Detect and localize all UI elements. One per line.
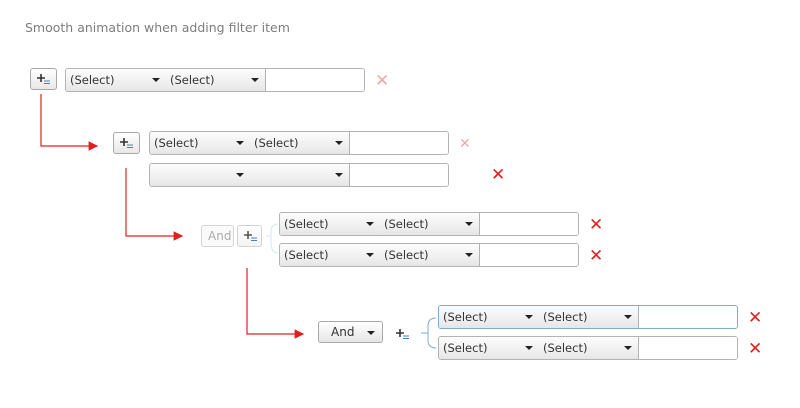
operator-select[interactable]: (Select) <box>250 132 350 154</box>
dropdown-caret-icon <box>624 315 632 319</box>
dropdown-caret-icon <box>236 173 244 177</box>
value-input[interactable] <box>639 306 737 328</box>
dropdown-caret-icon <box>251 78 259 82</box>
value-input[interactable] <box>350 132 448 154</box>
add-filter-button[interactable] <box>30 68 57 90</box>
operator-select[interactable]: (Select) <box>539 337 639 359</box>
dropdown-caret-icon <box>152 78 160 82</box>
operator-select[interactable]: (Select) <box>166 69 266 91</box>
dropdown-caret-icon <box>465 253 473 257</box>
value-input[interactable] <box>639 337 737 359</box>
dropdown-caret-icon <box>366 222 374 226</box>
group-bracket <box>421 317 437 349</box>
field-select[interactable]: (Select) <box>439 337 539 359</box>
arrow-step-1 <box>40 94 99 151</box>
add-filter-button[interactable] <box>113 132 140 154</box>
dropdown-caret-icon <box>335 141 343 145</box>
field-select[interactable]: (Select) <box>150 132 250 154</box>
logic-operator-button[interactable]: And <box>201 225 234 247</box>
dropdown-caret-icon <box>525 315 533 319</box>
operator-select[interactable] <box>250 164 350 186</box>
field-select[interactable]: (Select) <box>66 69 166 91</box>
filter-row: (Select) (Select) <box>438 305 738 329</box>
filter-row-new <box>149 163 449 187</box>
add-filter-button[interactable] <box>237 225 262 247</box>
field-select[interactable]: (Select) <box>280 244 380 266</box>
field-select[interactable] <box>150 164 250 186</box>
filter-row: (Select) (Select) <box>279 212 579 236</box>
logic-operator-label: And <box>331 325 355 339</box>
logic-operator-dropdown[interactable]: And <box>318 321 383 343</box>
dropdown-caret-icon <box>465 222 473 226</box>
delete-icon[interactable]: ✕ <box>589 215 604 235</box>
filter-row: (Select) (Select) <box>279 243 579 267</box>
add-filter-icon <box>37 74 50 84</box>
delete-icon[interactable]: ✕ <box>589 246 604 266</box>
filter-row: (Select) (Select) <box>438 336 738 360</box>
add-filter-icon <box>120 138 133 148</box>
delete-icon[interactable]: ✕ <box>748 308 763 328</box>
operator-select[interactable]: (Select) <box>380 244 480 266</box>
dropdown-caret-icon <box>335 173 343 177</box>
add-filter-button[interactable] <box>394 326 410 345</box>
dropdown-caret-icon <box>624 346 632 350</box>
dropdown-caret-icon <box>525 346 533 350</box>
value-input[interactable] <box>480 213 578 235</box>
operator-select[interactable]: (Select) <box>380 213 480 235</box>
delete-icon[interactable]: ✕ <box>375 71 390 91</box>
dropdown-caret-icon <box>366 253 374 257</box>
value-input[interactable] <box>266 69 364 91</box>
value-input[interactable] <box>480 244 578 266</box>
dropdown-caret-icon <box>236 141 244 145</box>
filter-row: (Select) (Select) <box>65 68 365 92</box>
filter-row: (Select) (Select) <box>149 131 449 155</box>
dropdown-caret-icon <box>367 331 375 335</box>
delete-icon[interactable]: ✕ <box>491 165 506 185</box>
delete-icon[interactable]: ✕ <box>459 136 471 152</box>
arrow-step-3 <box>246 268 305 339</box>
add-filter-icon <box>244 231 257 241</box>
arrow-step-2 <box>125 168 184 241</box>
group-bracket-faded <box>266 223 279 254</box>
delete-icon[interactable]: ✕ <box>748 339 763 359</box>
value-input[interactable] <box>350 164 448 186</box>
field-select[interactable]: (Select) <box>439 306 539 328</box>
operator-select[interactable]: (Select) <box>539 306 639 328</box>
add-filter-icon <box>396 329 409 339</box>
page-caption: Smooth animation when adding filter item <box>25 20 290 35</box>
field-select[interactable]: (Select) <box>280 213 380 235</box>
